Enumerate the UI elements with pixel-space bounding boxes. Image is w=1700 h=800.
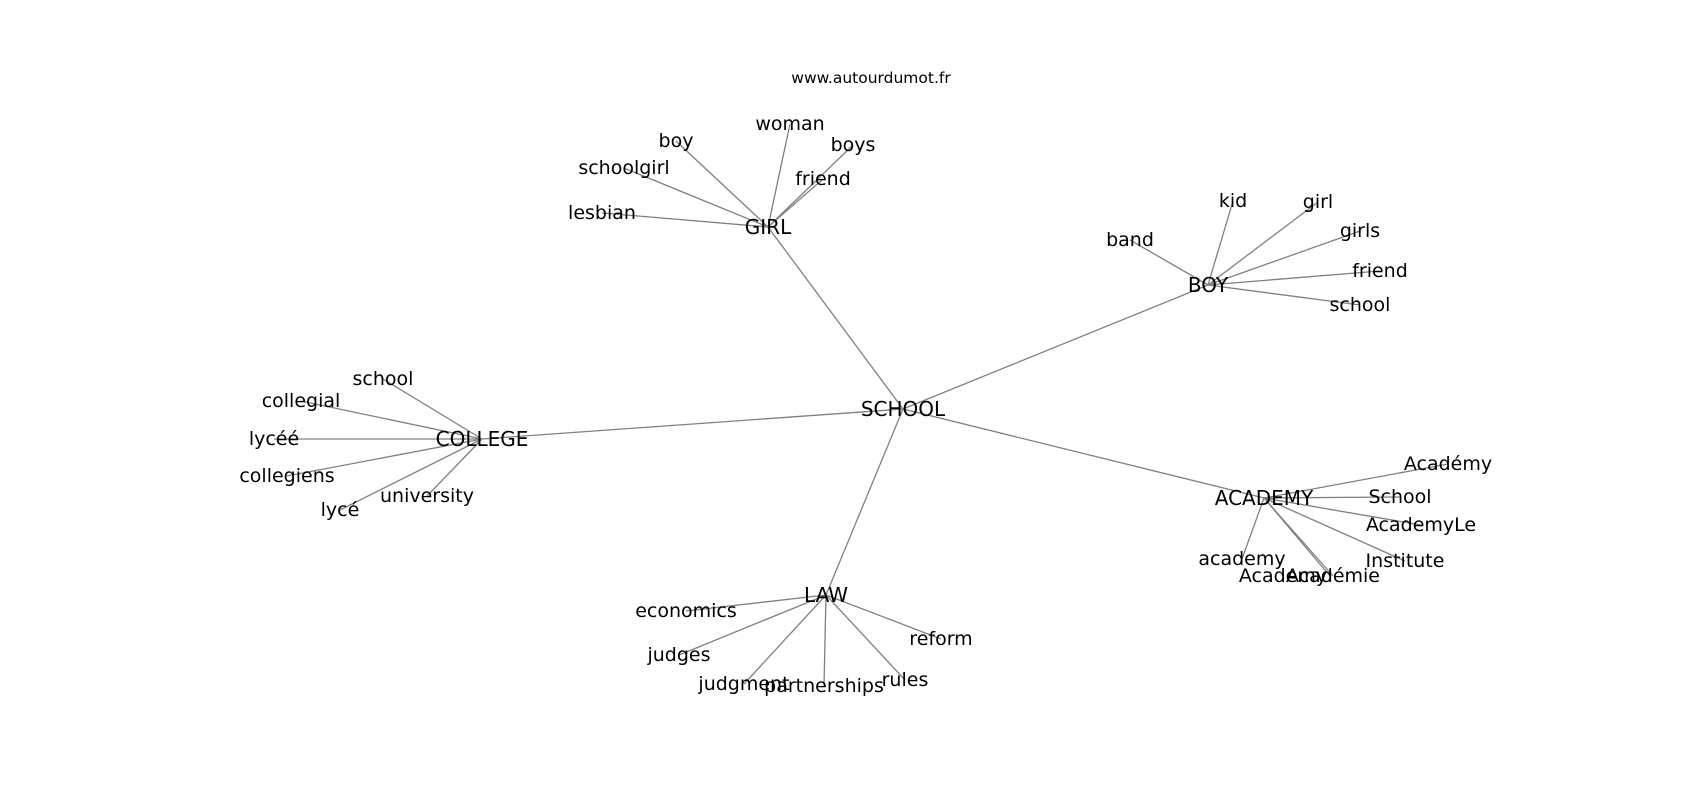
word-node-label: rules: [882, 669, 929, 691]
word-node-label: woman: [755, 113, 824, 135]
edge-girl-2: [767, 144, 854, 228]
edges-layer: [274, 123, 1449, 687]
word-node-label: academy: [1198, 548, 1285, 570]
word-node-label: school: [1330, 294, 1391, 316]
word-node-label: girl: [1303, 191, 1333, 213]
edge-law-0: [685, 594, 827, 612]
edge-college-0: [382, 378, 483, 440]
edge-girl-5: [601, 212, 769, 228]
edge-boy-5: [1129, 239, 1209, 286]
word-node-label: friend: [1352, 260, 1408, 282]
word-node-label: boys: [831, 134, 876, 156]
word-node-label: girls: [1340, 220, 1380, 242]
word-node-label: schoolgirl: [578, 157, 669, 179]
edge-academy-0: [1263, 463, 1449, 499]
word-node-label: Institute: [1366, 550, 1445, 572]
edge-girl-0: [675, 140, 769, 228]
word-node-label: judgment: [697, 673, 789, 695]
word-node-label: partnerships: [764, 675, 884, 697]
edge-center-college: [481, 408, 904, 440]
edge-girl-3: [767, 178, 824, 228]
edge-law-2: [743, 594, 827, 685]
word-node-label: collegiens: [239, 465, 334, 487]
edge-academy-5: [1263, 497, 1331, 577]
edge-center-academy: [902, 408, 1265, 499]
word-node-label: Academy: [1239, 565, 1327, 587]
hub-node-label-law: LAW: [804, 583, 848, 607]
word-node-label: School: [1368, 486, 1431, 508]
edge-boy-1: [1207, 201, 1319, 286]
word-node-label: kid: [1219, 190, 1247, 212]
word-node-label: AcademyLe: [1366, 514, 1476, 536]
center-node-label: SCHOOL: [861, 397, 946, 421]
edge-boy-2: [1207, 230, 1361, 286]
word-node-label: friend: [795, 168, 851, 190]
edge-girl-1: [767, 123, 791, 228]
edge-law-1: [678, 594, 827, 656]
edge-law-4: [825, 594, 906, 681]
hub-node-label-college: COLLEGE: [436, 427, 529, 451]
edge-center-boy: [902, 284, 1209, 410]
labels-layer: www.autourdumot.fr SCHOOL GIRL boy woman boy…: [239, 69, 1492, 697]
word-node-label: band: [1106, 229, 1154, 251]
hub-node-label-boy: BOY: [1188, 273, 1229, 297]
edge-academy-1: [1263, 496, 1401, 499]
word-node-label: economics: [635, 600, 737, 622]
edge-law-5: [825, 594, 942, 640]
word-node-label: lesbian: [568, 202, 636, 224]
word-node-label: boy: [659, 130, 694, 152]
edge-academy-2: [1263, 497, 1422, 526]
edge-college-4: [339, 438, 483, 511]
word-node-label: judges: [646, 644, 710, 666]
edge-college-1: [300, 400, 483, 440]
hub-node-label-girl: GIRL: [745, 215, 792, 239]
edge-college-3: [286, 438, 483, 477]
word-node-label: Académy: [1404, 453, 1492, 475]
edge-center-law: [825, 408, 904, 596]
hub-node-label-academy: ACADEMY: [1215, 486, 1314, 510]
edge-academy-6: [1241, 497, 1265, 560]
word-node-label: lycé: [321, 499, 360, 521]
word-node-label: collegial: [262, 390, 341, 412]
word-node-label: school: [353, 368, 414, 390]
word-node-label: lycéé: [249, 428, 299, 450]
word-node-label: reform: [909, 628, 972, 650]
edge-boy-0: [1207, 200, 1234, 286]
word-node-label: Académie: [1286, 565, 1380, 587]
edge-girl-4: [623, 167, 769, 228]
word-node-label: university: [380, 485, 474, 507]
edge-boy-3: [1207, 270, 1381, 286]
edge-college-5: [426, 438, 483, 497]
edge-center-girl: [767, 226, 904, 410]
edge-law-3: [823, 594, 827, 687]
watermark: www.autourdumot.fr: [791, 69, 951, 87]
edge-academy-3: [1263, 497, 1406, 562]
edge-boy-4: [1207, 284, 1361, 306]
